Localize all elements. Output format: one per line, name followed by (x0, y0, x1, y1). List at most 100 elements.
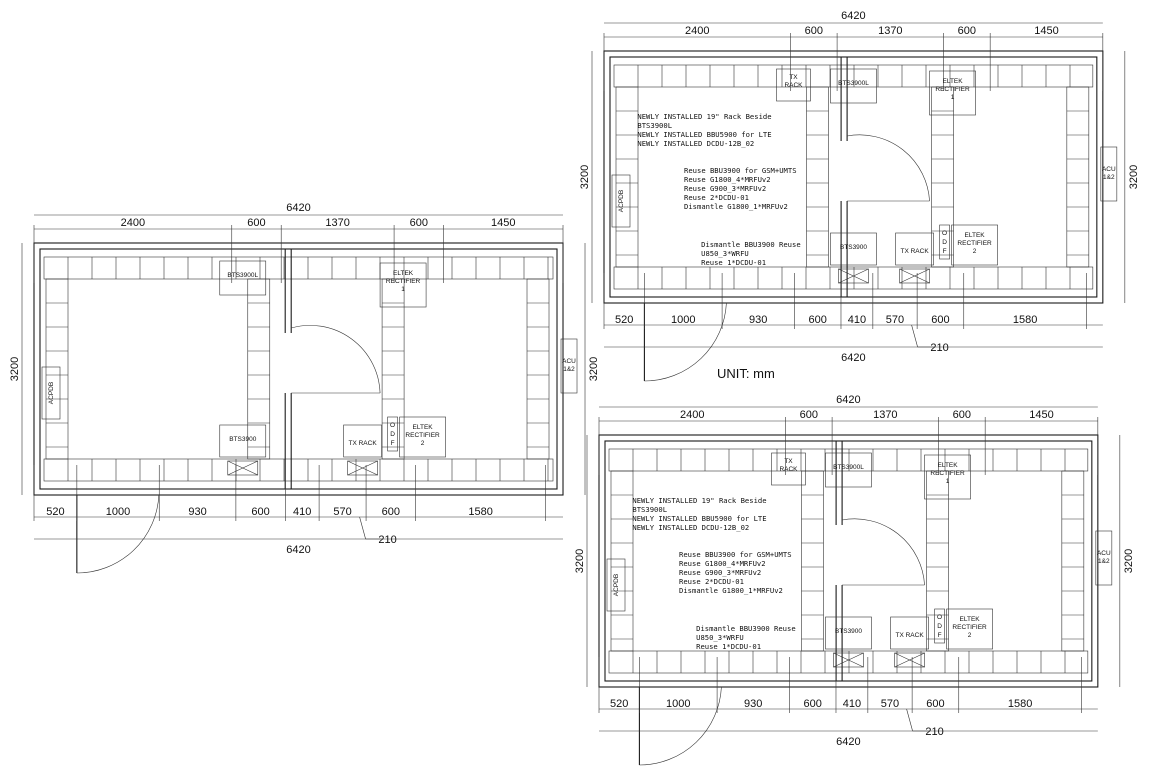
inner-wall (609, 56, 1098, 298)
bottom-dimension: 600 (251, 506, 269, 518)
bottom-dimension: 600 (382, 506, 400, 518)
bottom-dimension: 930 (188, 506, 206, 518)
eltek-rectifier-2 (951, 224, 998, 266)
odf-label: D (942, 239, 947, 246)
bts3900-label: BTS3900 (840, 244, 867, 251)
bts3900l-cabinet (219, 260, 267, 296)
top-dimension: 1370 (878, 25, 902, 37)
bts3900l-label: BTS3900L (838, 80, 869, 87)
acu-label: 1&2 (563, 366, 575, 373)
base-cross (838, 268, 869, 284)
eltek-rectifier-1 (929, 70, 976, 116)
height-right: 3200 (1128, 165, 1140, 189)
top-dimension: 600 (247, 217, 265, 229)
top-dimension: 600 (805, 25, 823, 37)
bottom-dimension: 930 (749, 314, 767, 326)
eltek-rectifier-2-label: ELTEK (413, 424, 434, 431)
bts3900-label: BTS3900 (835, 628, 862, 635)
bottom-dimension: 600 (808, 314, 826, 326)
top-dimension: 600 (953, 409, 971, 421)
eltek-rectifier-2-label: 2 (973, 248, 977, 255)
top-dimension: 1450 (491, 217, 515, 229)
overall-width-bottom: 6420 (286, 544, 310, 556)
bts3900l-cabinet (825, 452, 872, 488)
tx-rack (890, 616, 929, 650)
bts3900l-cabinet (830, 68, 877, 104)
bottom-dimension: 600 (803, 698, 821, 710)
tx-rack-label: TX RACK (349, 440, 378, 447)
note-newly-installed: BTS3900L (637, 121, 672, 130)
door-swing-arc (847, 134, 930, 202)
note-newly-installed: NEWLY INSTALLED DCDU-12B_02 (637, 139, 754, 148)
leader-dimension: 210 (925, 726, 943, 738)
tx-rack-label: TX RACK (896, 632, 925, 639)
eltek-rectifier-2-label: RECTIFIER (957, 240, 992, 247)
note-reuse: Dismantle G1800_1*MRFUv2 (684, 202, 788, 211)
eltek-rectifier-1-label: RECTIFIER (930, 470, 965, 477)
cable-tray-mid-right (931, 86, 954, 268)
cable-tray-left (45, 278, 69, 460)
eltek-rectifier-2-label: 2 (421, 440, 425, 447)
overall-width-top: 6420 (286, 202, 310, 214)
odf-label: F (391, 440, 395, 447)
bottom-dimension: 1580 (1008, 698, 1032, 710)
eltek-rectifier-1-label: ELTEK (942, 78, 963, 85)
base-cross (833, 652, 864, 668)
eltek-rectifier-2 (946, 608, 993, 650)
top-dimension: 600 (800, 409, 818, 421)
base-cross (899, 268, 930, 284)
note-reuse: Reuse BBU3900 for GSM+UMTS (684, 166, 797, 175)
odf-label: F (938, 632, 942, 639)
entrance-door-arc (76, 494, 160, 574)
tx-rack-label: RACK (784, 82, 803, 89)
tx-rack-label: TX (784, 458, 793, 465)
note-dismantle: Reuse 1*DCDU-01 (701, 258, 766, 267)
acpdb-panel (606, 558, 626, 612)
bottom-dimension: 1580 (468, 506, 492, 518)
bts3900-base (833, 652, 864, 668)
cable-tray-top (608, 448, 1089, 472)
cable-tray-mid-left (801, 470, 824, 652)
door-swing-arc (291, 325, 381, 394)
note-dismantle: Dismantle BBU3900 Reuse (696, 624, 796, 633)
bts3900-label: BTS3900 (229, 436, 256, 443)
bts3900l-label: BTS3900L (227, 272, 258, 279)
odf-label: O (937, 614, 942, 621)
note-reuse: Reuse 2*DCDU-01 (684, 193, 749, 202)
odf-frame (387, 416, 398, 452)
eltek-rectifier-2-label: 2 (968, 632, 972, 639)
height-right: 3200 (588, 357, 600, 381)
base-cross (347, 460, 378, 476)
bottom-dimension: 930 (744, 698, 762, 710)
tx-rack-label: TX (789, 74, 798, 81)
acpdb-label: ACPDB (48, 382, 55, 404)
note-dismantle: U850_3*WRFU (696, 633, 744, 642)
leader-line (359, 516, 366, 540)
odf-frame (934, 608, 945, 644)
leader-dimension: 210 (930, 342, 948, 354)
acpdb-label: ACPDB (613, 574, 620, 596)
plan-proposed-b: BTS3900LTXRACKELTEKRECTIFIER1ACU1&2ACPDB… (574, 394, 1135, 766)
note-newly-installed: NEWLY INSTALLED BBU5900 for LTE (637, 130, 771, 139)
cable-tray-top (613, 64, 1094, 88)
acu-unit (1100, 146, 1118, 202)
cable-tray-top (43, 256, 554, 280)
outer-wall (598, 434, 1099, 688)
bottom-dimension: 520 (46, 506, 64, 518)
bottom-dimension: 410 (848, 314, 866, 326)
overall-width-top: 6420 (836, 394, 860, 406)
acpdb-panel (41, 366, 61, 420)
bottom-dimension: 520 (615, 314, 633, 326)
note-newly-installed: NEWLY INSTALLED 19" Rack Beside (632, 496, 766, 505)
cable-tray-left (615, 86, 639, 268)
tx-rack-base (899, 268, 930, 284)
entrance-door-arc (644, 302, 727, 382)
note-reuse: Reuse BBU3900 for GSM+UMTS (679, 550, 792, 559)
cable-tray-mid-right (381, 278, 405, 460)
cable-tray-bottom (608, 650, 1089, 674)
top-dimension: 600 (958, 25, 976, 37)
eltek-rectifier-1-label: 1 (951, 94, 955, 101)
bottom-dimension: 570 (881, 698, 899, 710)
